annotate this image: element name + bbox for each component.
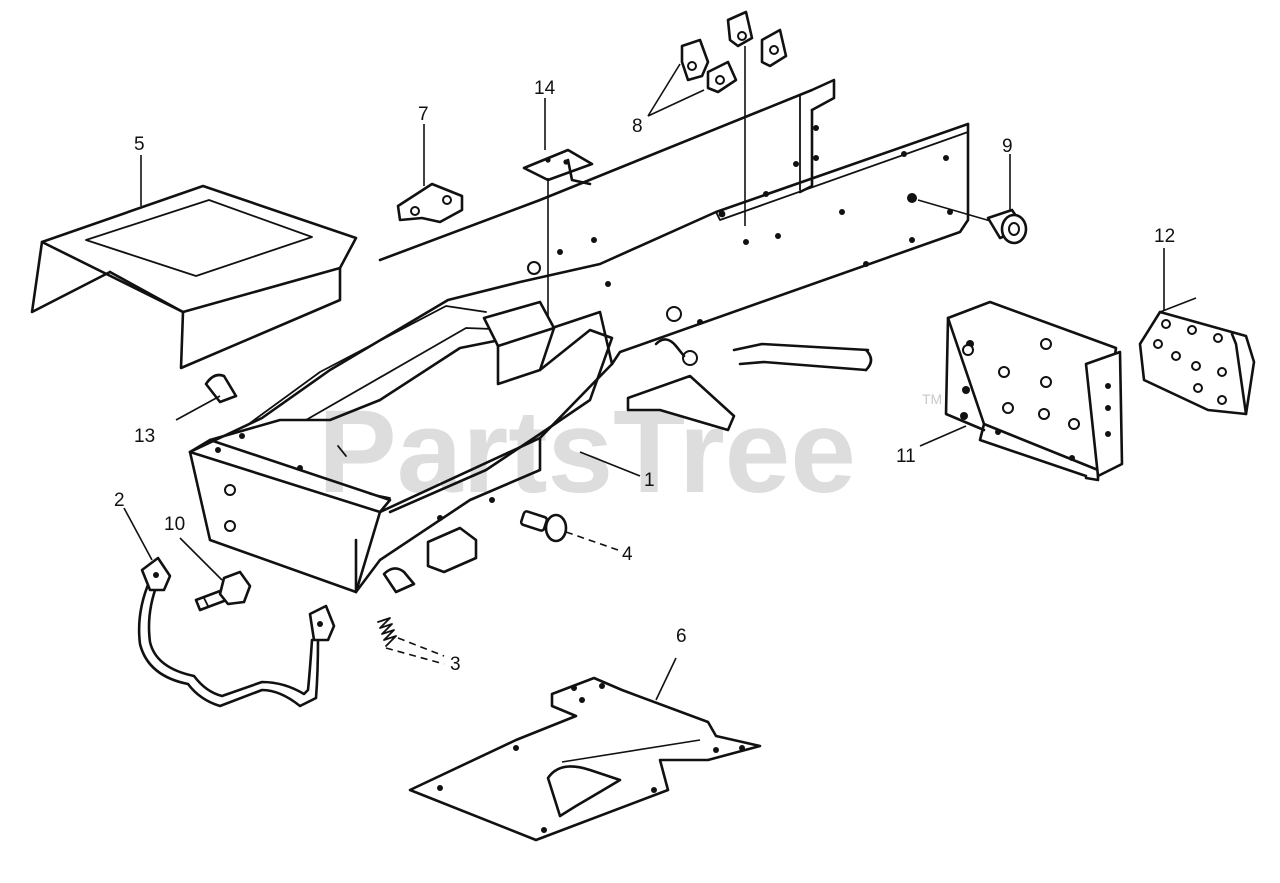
part-1-frame	[188, 78, 970, 594]
leader-lines	[140, 63, 1011, 665]
alignment-lines	[547, 46, 1197, 318]
part-7-bracket	[396, 182, 464, 224]
callout-7: 7	[418, 104, 429, 125]
part-10-bolt	[179, 537, 252, 612]
watermark-trademark: TM	[922, 391, 942, 407]
callout-6: 6	[676, 626, 687, 647]
callout-10: 10	[164, 514, 185, 535]
watermark-text: PartsTree	[318, 386, 856, 518]
callout-11: 11	[896, 446, 916, 467]
part-12-plate	[1138, 248, 1256, 416]
callout-labels: 1 2 3 4 5 6 7 8 9 10 11 12 13 14	[114, 78, 1175, 675]
part-11-plate	[919, 300, 1124, 482]
part-6-base-plate	[408, 657, 762, 842]
callout-9: 9	[1002, 136, 1013, 157]
callout-4: 4	[622, 544, 633, 565]
callout-3: 3	[450, 654, 461, 675]
part-8-clips	[680, 10, 788, 94]
callout-12: 12	[1154, 226, 1175, 247]
callout-8: 8	[632, 116, 643, 137]
part-14-bracket	[522, 148, 594, 186]
part-13-clip	[175, 373, 238, 421]
part-3-spring	[377, 617, 445, 657]
callout-5: 5	[134, 134, 145, 155]
callout-14: 14	[534, 78, 556, 99]
part-9-bushing	[986, 208, 1028, 245]
part-5-seat-cover	[30, 184, 358, 370]
watermark: PartsTree TM	[318, 386, 942, 518]
callout-2: 2	[114, 490, 125, 511]
part-4-pin	[519, 510, 619, 551]
callout-1: 1	[644, 470, 655, 491]
callout-13: 13	[134, 426, 155, 447]
part-2-cable	[123, 507, 336, 708]
